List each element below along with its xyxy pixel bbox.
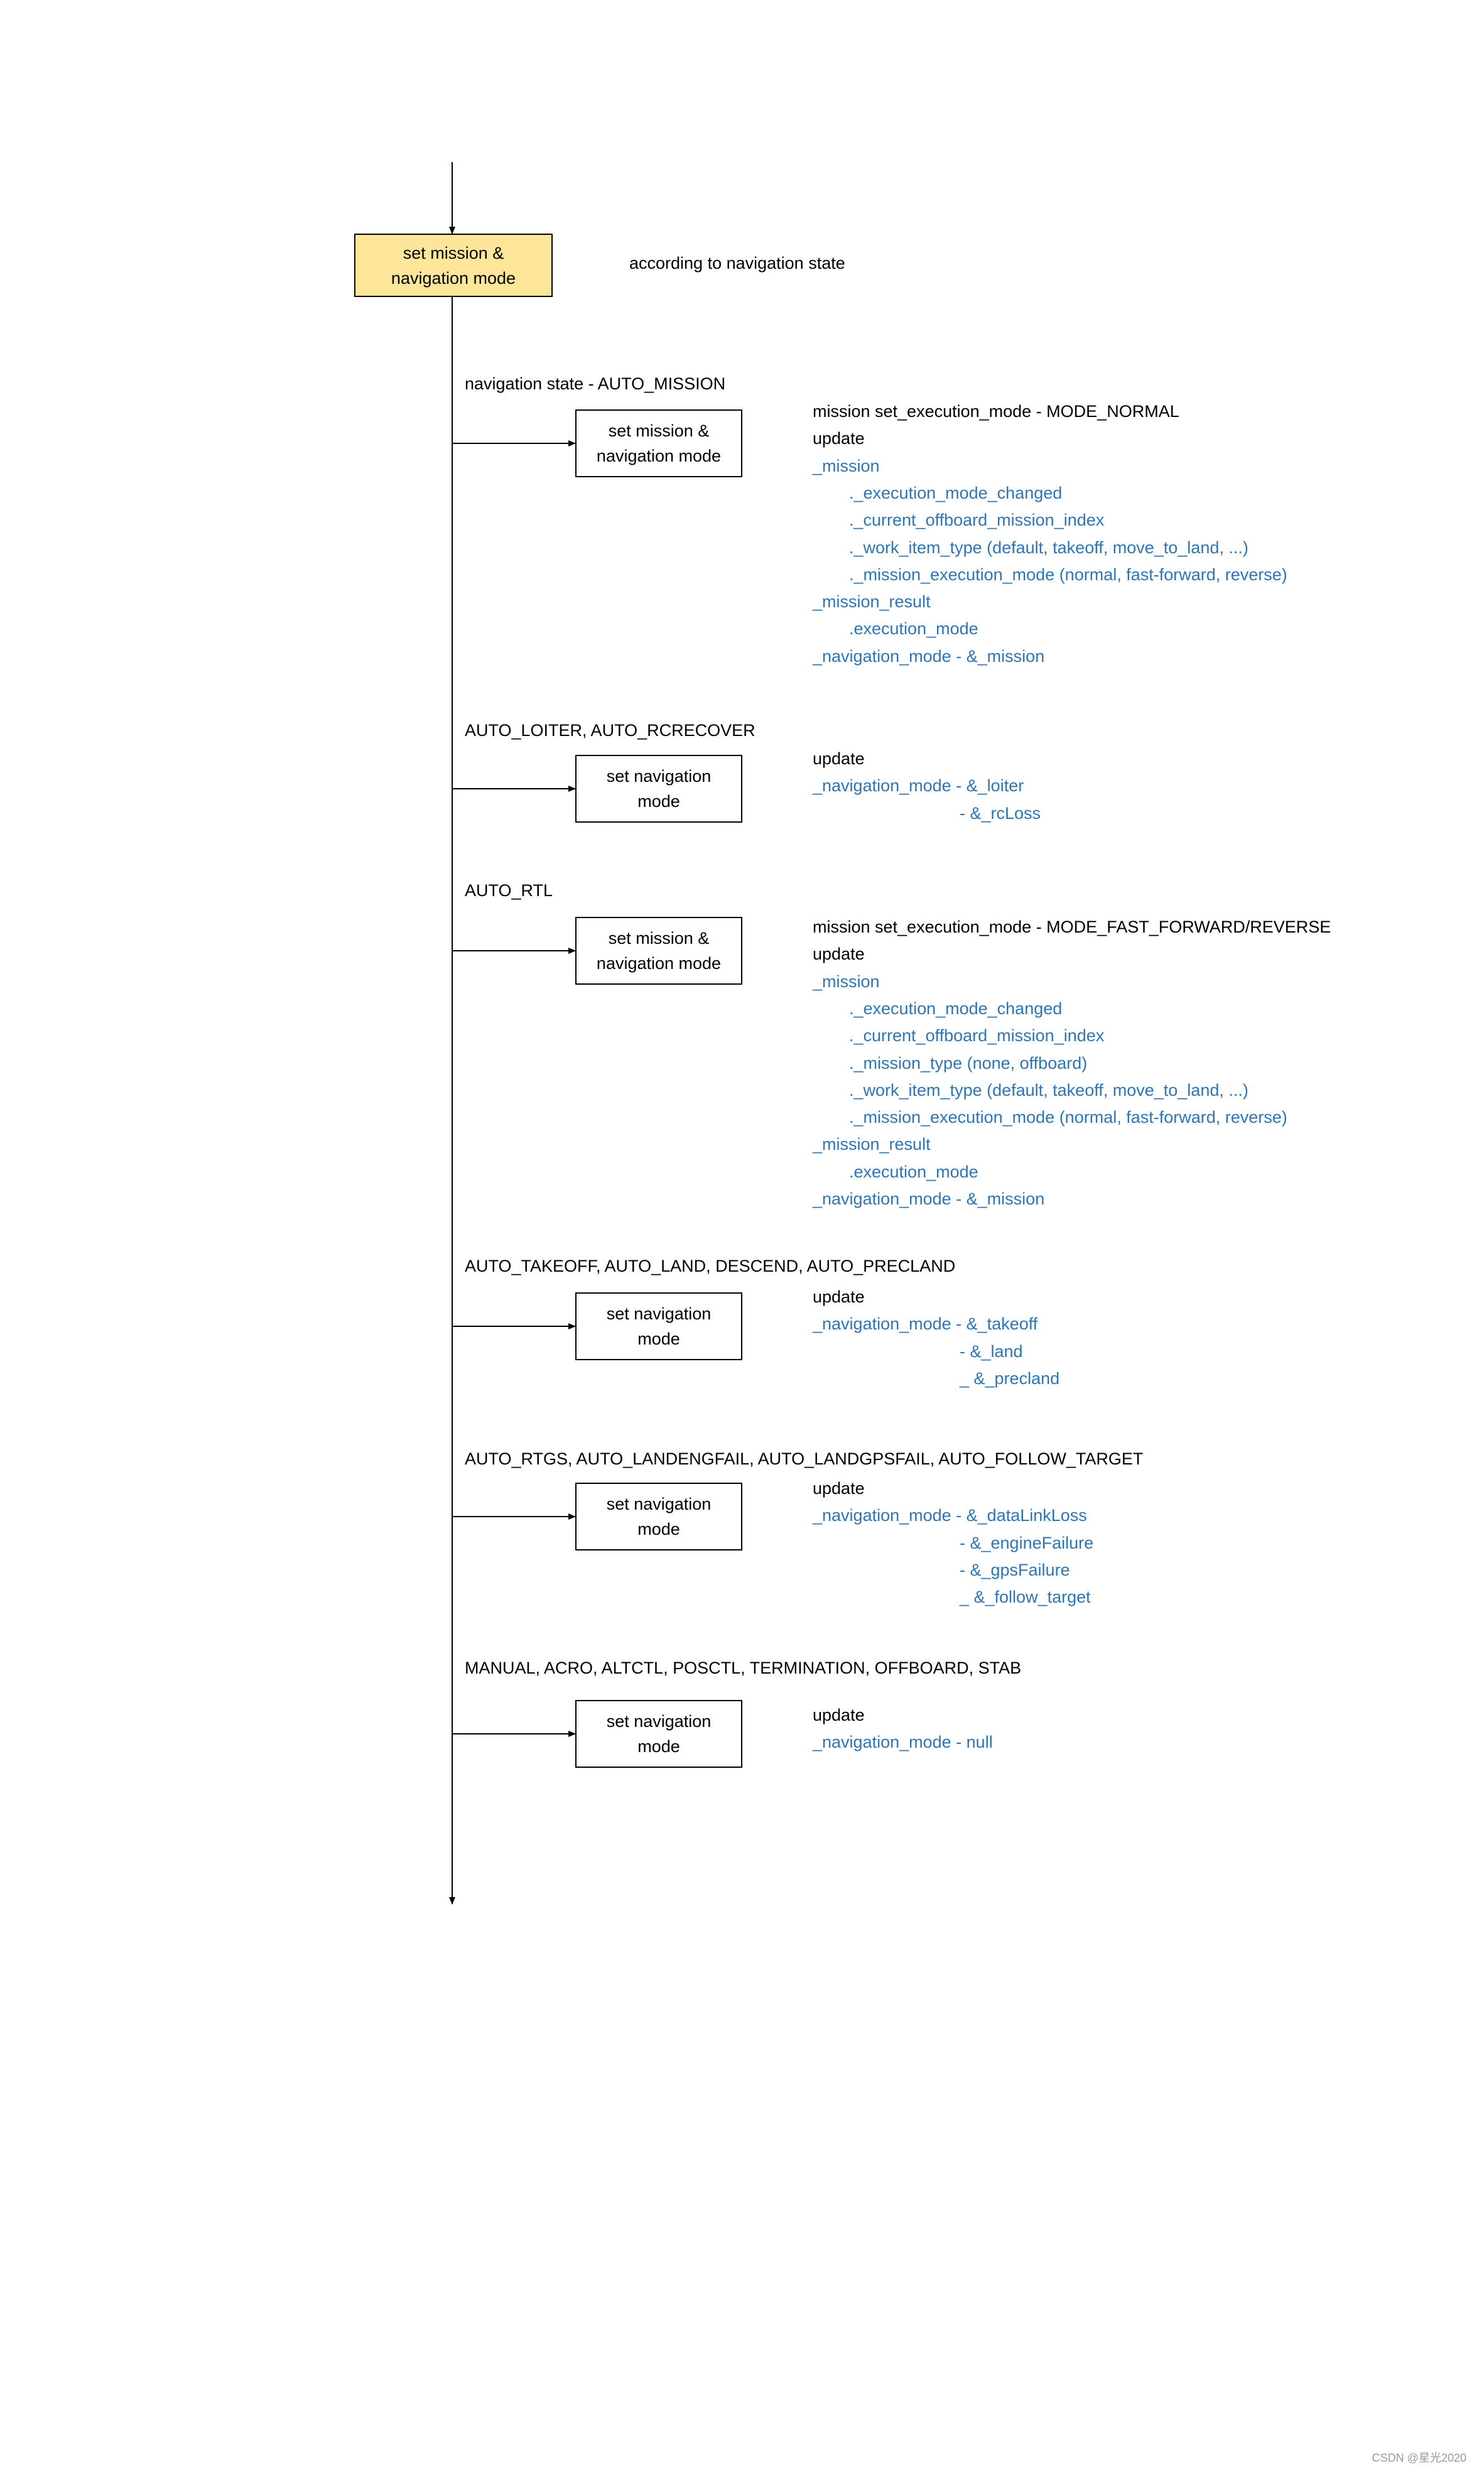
branch-detail-line: update xyxy=(813,749,865,768)
branch-detail-line: _navigation_mode - &_takeoff xyxy=(813,1314,1038,1334)
branch-state-label: AUTO_LOITER, AUTO_RCRECOVER xyxy=(465,721,756,740)
branch-action-box: set navigation mode xyxy=(575,1483,742,1550)
branch-detail-line: update xyxy=(813,944,865,964)
branch-detail-line: mission set_execution_mode - MODE_FAST_F… xyxy=(813,917,1331,936)
branch-detail-line: ._mission_execution_mode (normal, fast-f… xyxy=(849,565,1287,584)
branch-detail-line: ._current_offboard_mission_index xyxy=(849,1026,1105,1046)
branch-detail-line: ._execution_mode_changed xyxy=(849,483,1063,502)
branch-detail-line: update xyxy=(813,429,865,448)
branch-detail-line: _ &_follow_target xyxy=(960,1588,1091,1607)
branch-box-label: set mission & navigation mode xyxy=(596,929,722,973)
branch-state-label: AUTO_RTGS, AUTO_LANDENGFAIL, AUTO_LANDGP… xyxy=(465,1449,1144,1468)
branch-detail-line: _navigation_mode - &_dataLinkLoss xyxy=(813,1506,1087,1525)
branch-detail-line: _navigation_mode - &_loiter xyxy=(813,776,1024,796)
branch-detail-line: ._mission_type (none, offboard) xyxy=(849,1053,1088,1073)
branch-detail-line: update xyxy=(813,1287,865,1306)
watermark: CSDN @星光2020 xyxy=(1372,2452,1466,2464)
branch-detail-line: ._current_offboard_mission_index xyxy=(849,511,1105,530)
branch-detail-line: - &_engineFailure xyxy=(960,1533,1094,1552)
branch-box-label: set navigation mode xyxy=(606,767,712,811)
main-box-note: according to navigation state xyxy=(629,254,845,273)
branch-detail-line: ._mission_execution_mode (normal, fast-f… xyxy=(849,1108,1287,1127)
branch-box-label: set navigation mode xyxy=(606,1495,712,1539)
branch-box-label: set navigation mode xyxy=(606,1304,712,1348)
branch-state-label: navigation state - AUTO_MISSION xyxy=(465,374,726,393)
branch-action-box: set mission & navigation mode xyxy=(575,409,742,477)
branch-action-box: set navigation mode xyxy=(575,1292,742,1360)
branch-detail-line: _navigation_mode - &_mission xyxy=(813,646,1045,666)
branch-detail-line: _ &_precland xyxy=(960,1368,1060,1388)
branch-action-box: set mission & navigation mode xyxy=(575,917,742,985)
branch-detail-line: - &_land xyxy=(960,1341,1023,1361)
branch-detail-line: - &_gpsFailure xyxy=(960,1560,1070,1579)
branch-detail-line: _navigation_mode - null xyxy=(813,1733,993,1752)
branch-detail-line: _mission xyxy=(813,971,880,991)
branch-detail-line: ._work_item_type (default, takeoff, move… xyxy=(849,1080,1248,1100)
branch-detail-line: .execution_mode xyxy=(849,1162,978,1181)
branch-detail-line: - &_rcLoss xyxy=(960,803,1041,823)
branch-action-box: set navigation mode xyxy=(575,1700,742,1768)
branch-action-box: set navigation mode xyxy=(575,755,742,823)
branch-detail-line: update xyxy=(813,1706,865,1724)
branch-detail-line: _mission_result xyxy=(813,592,931,612)
branch-detail-line: _mission_result xyxy=(813,1135,931,1154)
branch-state-label: AUTO_TAKEOFF, AUTO_LAND, DESCEND, AUTO_P… xyxy=(465,1257,956,1275)
branch-state-label: MANUAL, ACRO, ALTCTL, POSCTL, TERMINATIO… xyxy=(465,1659,1022,1677)
branch-box-label: set navigation mode xyxy=(606,1712,712,1756)
branch-detail-line: .execution_mode xyxy=(849,619,978,639)
branch-detail-line: update xyxy=(813,1479,865,1498)
main-box-label: set mission & navigation mode xyxy=(391,243,516,288)
branch-detail-line: ._work_item_type (default, takeoff, move… xyxy=(849,538,1248,557)
branch-box-label: set mission & navigation mode xyxy=(596,421,722,465)
main-set-mission-box: set mission & navigation mode xyxy=(354,234,553,297)
branch-detail-line: ._execution_mode_changed xyxy=(849,998,1063,1018)
branch-detail-line: _mission xyxy=(813,456,880,475)
branch-detail-line: _navigation_mode - &_mission xyxy=(813,1189,1045,1208)
branch-detail-line: mission set_execution_mode - MODE_NORMAL xyxy=(813,402,1179,421)
branch-state-label: AUTO_RTL xyxy=(465,881,553,900)
